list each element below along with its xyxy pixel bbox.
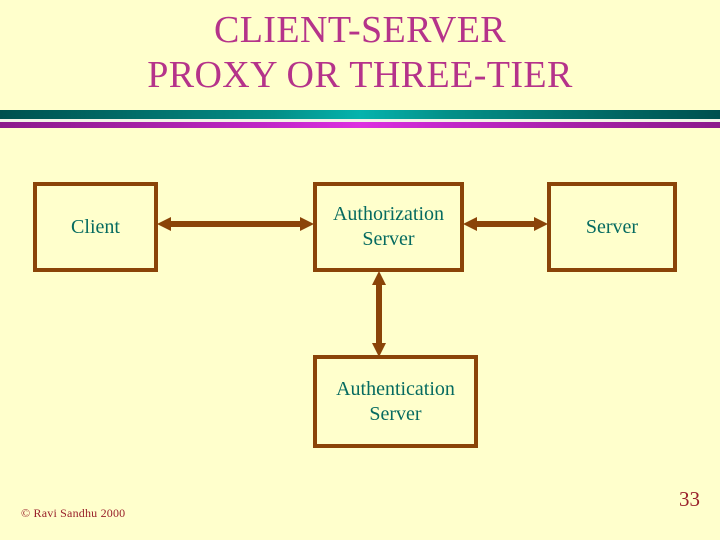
authorization-label-line-2: Server xyxy=(362,228,415,250)
page-title-line-2: PROXY OR THREE-TIER xyxy=(147,54,573,96)
diagram-box-authentication-server-label: Authentication Server xyxy=(336,377,455,427)
page-title: CLIENT-SERVER PROXY OR THREE-TIER xyxy=(0,8,720,98)
diagram-box-authorization-server: Authorization Server xyxy=(313,182,464,272)
divider-separator-line xyxy=(0,119,720,122)
diagram-box-client: Client xyxy=(33,182,158,272)
connector-authorization-authentication-arrow-icon xyxy=(368,271,390,357)
page-title-line-1: CLIENT-SERVER xyxy=(213,9,507,51)
authentication-label-line-2: Server xyxy=(369,402,422,425)
diagram-box-server-label: Server xyxy=(585,215,639,238)
connector-client-authorization-arrow-icon xyxy=(157,213,314,235)
title-divider xyxy=(0,110,720,128)
divider-teal-bar xyxy=(0,110,720,119)
authentication-label-line-1: Authentication xyxy=(336,377,455,400)
connector-authorization-server-arrow-icon xyxy=(463,213,548,235)
diagram-box-authentication-server: Authentication Server xyxy=(313,355,478,448)
diagram-box-client-label: Client xyxy=(71,215,120,238)
diagram-box-authorization-server-label: Authorization Server xyxy=(333,202,444,252)
copyright-notice: © Ravi Sandhu 2000 xyxy=(21,506,126,520)
divider-magenta-bar xyxy=(0,122,720,128)
page-number: 33 xyxy=(679,487,700,511)
diagram-box-server: Server xyxy=(547,182,677,272)
authorization-label-line-1: Authorization xyxy=(332,203,445,225)
